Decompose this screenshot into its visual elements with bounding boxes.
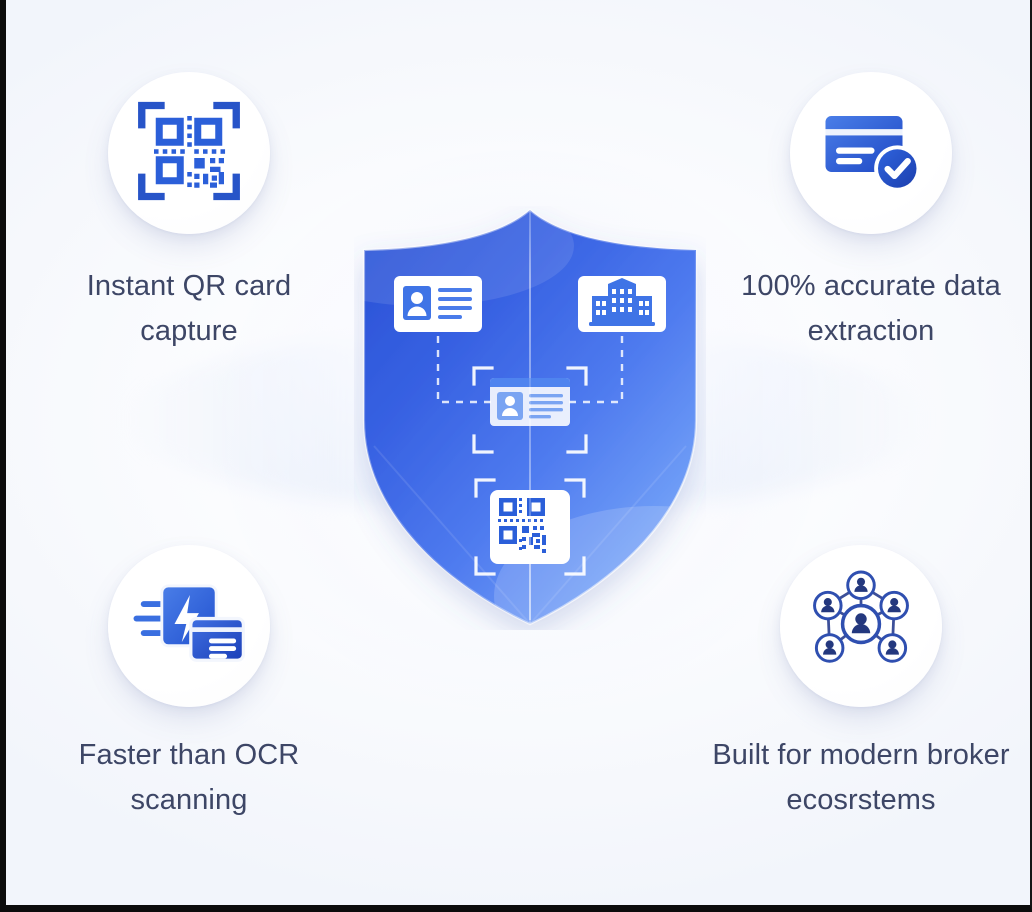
icon-circle-qr-scan — [108, 72, 270, 234]
fast-card-icon — [131, 566, 247, 687]
feature-instant-qr-card-capture[interactable]: Instant QR card capture — [24, 72, 354, 354]
icon-circle-card-check — [790, 72, 952, 234]
network-users-icon — [802, 565, 920, 688]
shield-connectors — [436, 336, 624, 404]
scan-card-icon — [472, 366, 588, 454]
feature-accurate-data-extraction[interactable]: 100% accurate data extraction — [706, 72, 1032, 354]
card-check-icon — [815, 95, 927, 212]
feature-label: 100% accurate data extraction — [741, 270, 1001, 347]
feature-label: Built for modern broker ecosrstems — [712, 739, 1010, 816]
qr-code-icon — [474, 478, 586, 576]
security-shield — [354, 206, 706, 630]
feature-built-for-modern-broker-ecosystems[interactable]: Built for modern broker ecosrstems — [696, 545, 1026, 823]
building-icon — [578, 276, 666, 332]
speed-lines — [133, 600, 167, 636]
icon-circle-network-users — [780, 545, 942, 707]
qr-scan-icon — [133, 95, 245, 212]
feature-label: Faster than OCR scanning — [78, 739, 300, 816]
network-nodes — [813, 570, 909, 663]
network-node-center — [840, 603, 882, 644]
feature-faster-than-ocr-scanning[interactable]: Faster than OCR scanning — [24, 545, 354, 823]
icon-circle-fast-card — [108, 545, 270, 707]
feature-label: Instant QR card capture — [86, 270, 292, 347]
id-card-icon — [394, 276, 482, 332]
